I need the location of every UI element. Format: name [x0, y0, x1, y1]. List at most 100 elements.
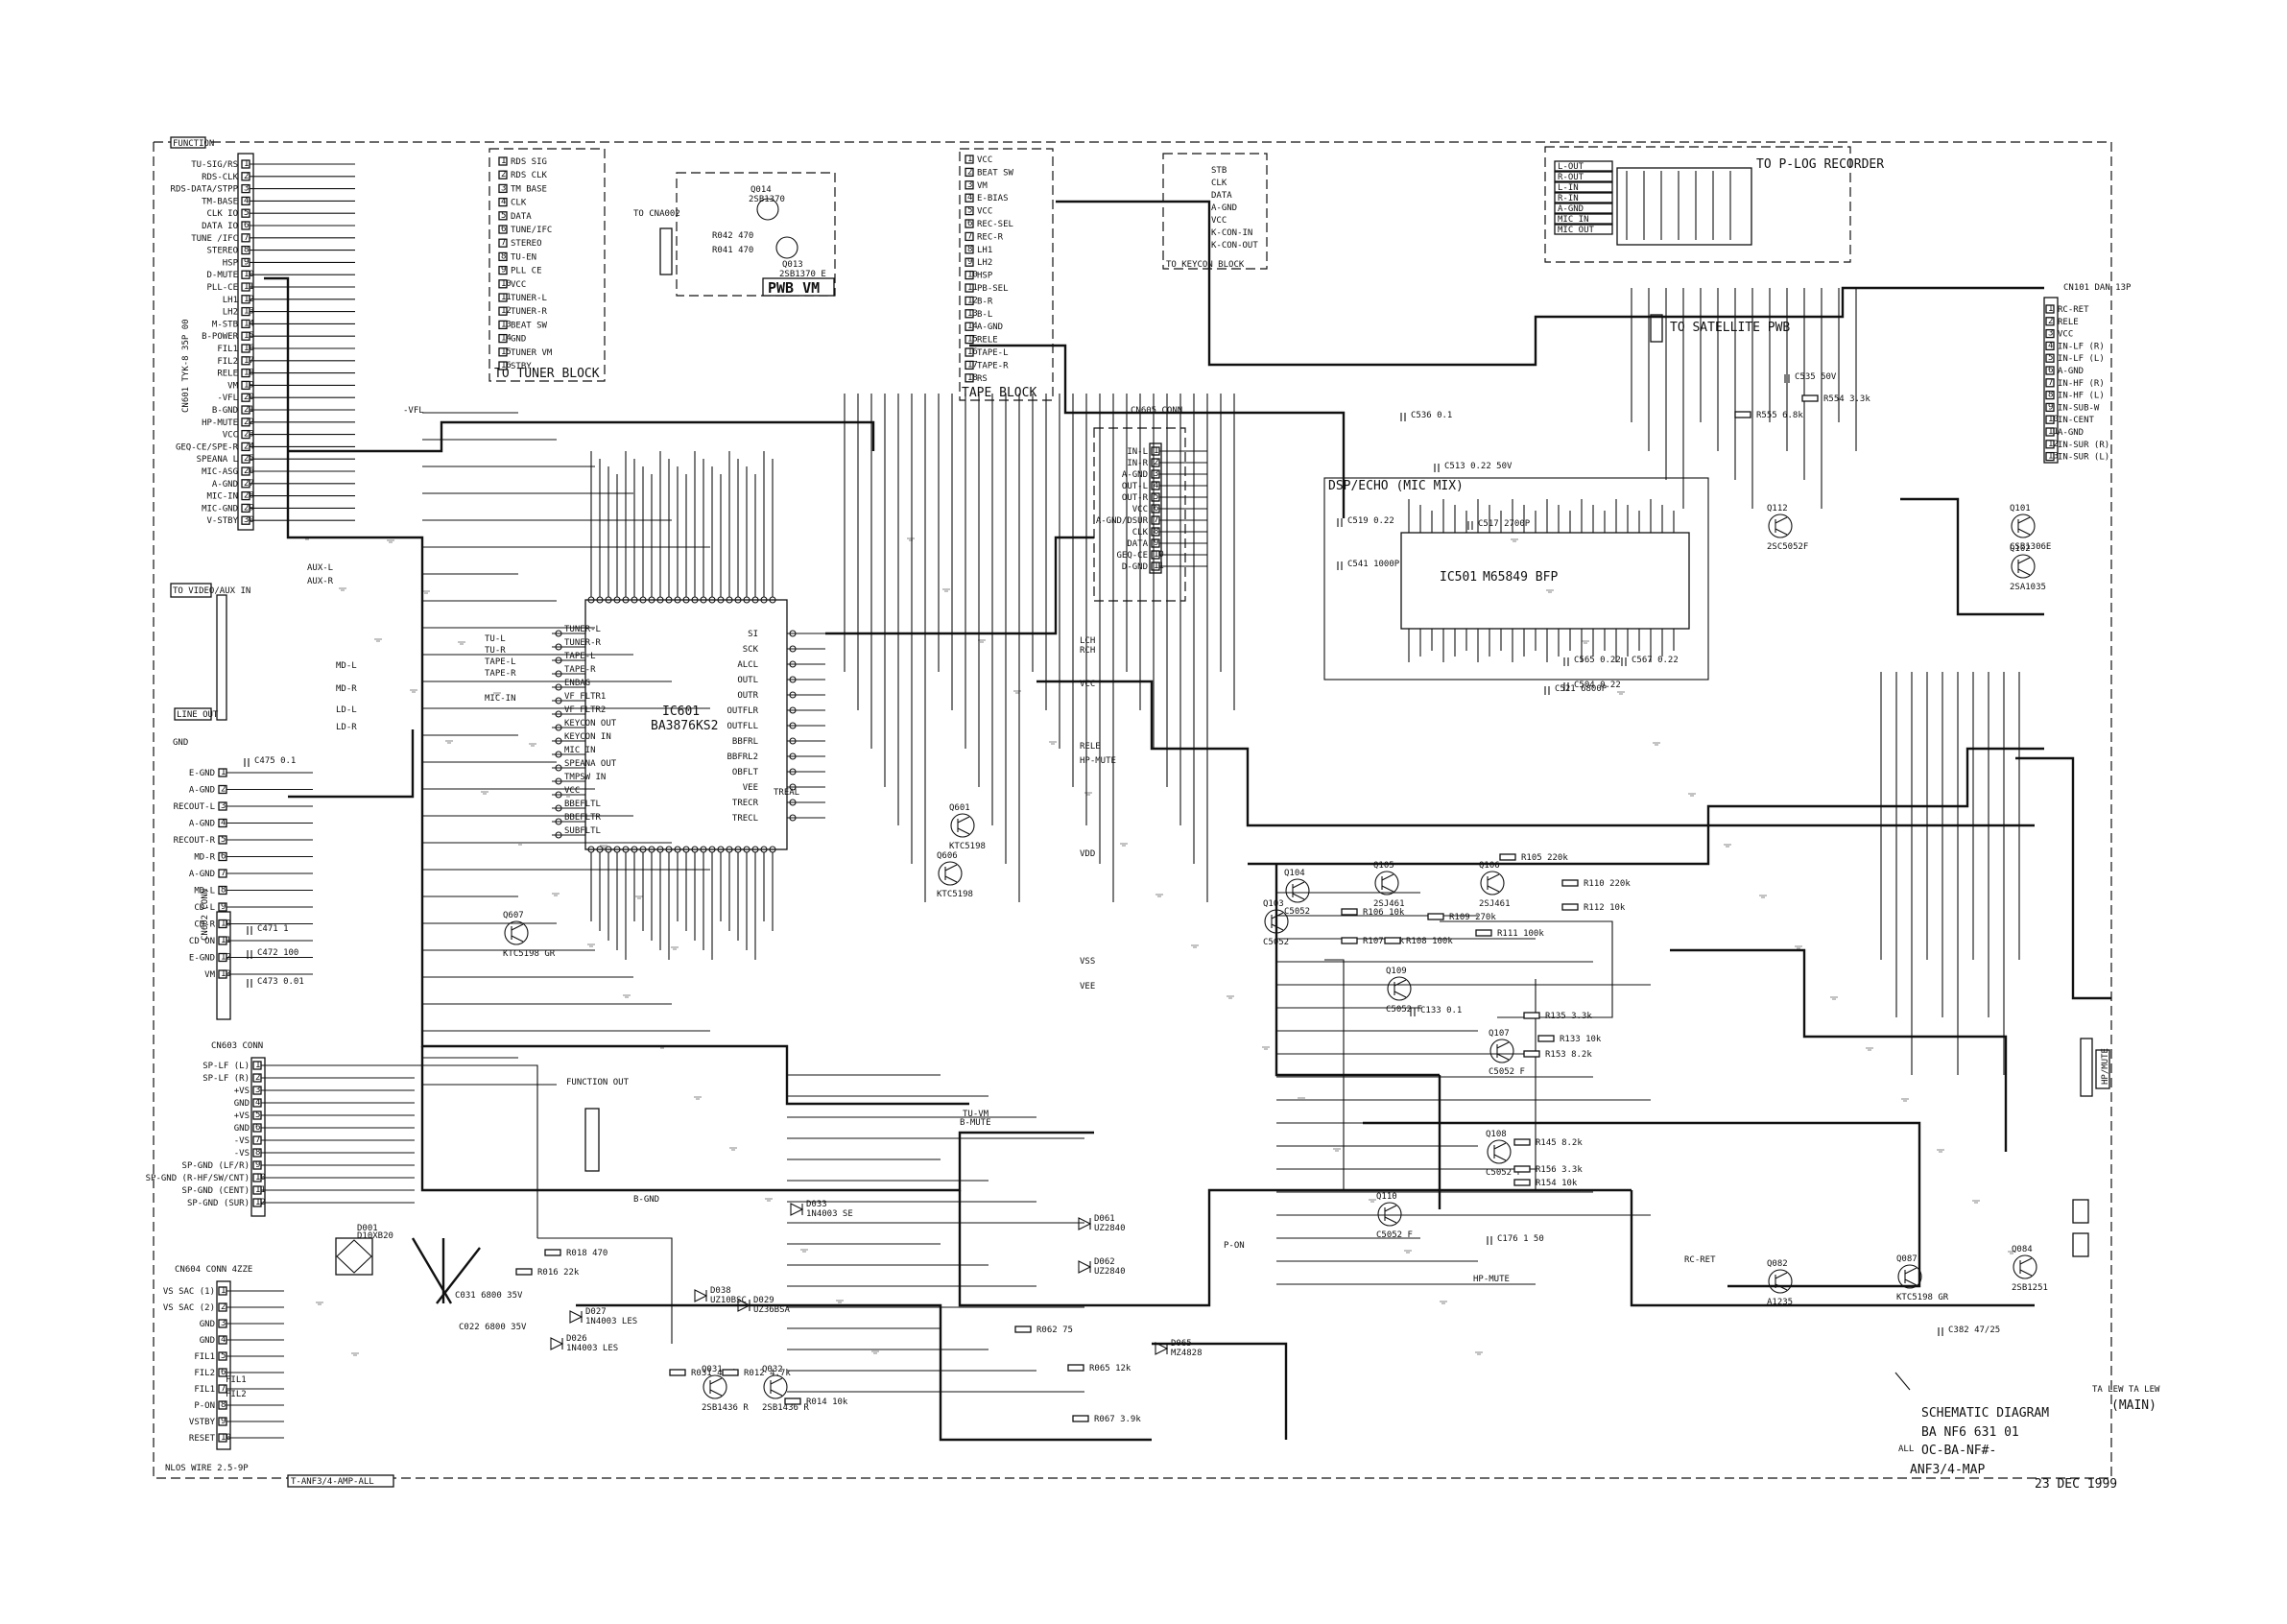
- ground-symbol: [1475, 1351, 1483, 1355]
- net-label: TREAL: [774, 788, 799, 798]
- resistor-label: R031 4.7k: [691, 1369, 738, 1378]
- diode-part: MZ4828: [1171, 1349, 1203, 1358]
- cn603-pins-pin-number: 11: [255, 1185, 266, 1195]
- resistor-label: R108 100k: [1406, 937, 1453, 946]
- video-aux-tag: [170, 583, 212, 598]
- ic601-left-pin-label: VCC: [564, 786, 580, 796]
- q013-part: 2SB1370 E: [779, 270, 826, 279]
- tape-pins-pin: [965, 180, 974, 190]
- cn601-pins-pin-label: B-POWER: [202, 332, 239, 342]
- net-label: TU-R: [485, 646, 506, 656]
- resistor-label: R110 220k: [1584, 879, 1631, 889]
- ground-symbol: [1795, 945, 1802, 949]
- ic601-right-pin-label: SI: [748, 630, 758, 639]
- transistor-collector: [1384, 1205, 1397, 1212]
- cn602-pins-pin-label: RECOUT-R: [174, 836, 216, 846]
- resistor-symbol: [1384, 937, 1401, 944]
- connector-cn601: CN601 TYK-8 35P 00 1TU-SIG/RS2RDS-CLK3RD…: [171, 153, 355, 531]
- cn604-pins-pin-number: 1: [221, 1286, 226, 1296]
- d001-part: D10XB20: [357, 1231, 393, 1241]
- resistor-symbol: [1801, 394, 1819, 402]
- cn090-body: [2072, 1199, 2089, 1224]
- net-label: MD-R: [336, 684, 357, 694]
- tuner-pins-pin-number: 7: [501, 238, 506, 248]
- q014-part: 2SB1370: [749, 195, 785, 204]
- function-out-block: FUNCTION OUT: [566, 1078, 630, 1172]
- transistor-emitter: [2017, 528, 2031, 536]
- tuner-pins-pin-number: 5: [501, 211, 506, 221]
- ground-symbol: [1013, 690, 1021, 694]
- cn604-pins-pin-label: VS SAC (1): [163, 1287, 215, 1297]
- cn605-pins-pin-label: OUT-R: [1122, 493, 1149, 503]
- resistor-symbol: [544, 1249, 561, 1256]
- tape-pins-pin: [965, 334, 974, 345]
- keycon-block: TO KEYCON BLOCK STBCLKDATAA-GNDVCCK-CON-…: [1162, 153, 1268, 270]
- ground-symbol: [1546, 589, 1554, 593]
- phones-label: HP/MUTE: [2101, 1048, 2110, 1085]
- ground-symbol: [765, 1198, 773, 1202]
- tuner-pins-pin-label: DATA: [511, 212, 532, 222]
- ground-symbol: [1191, 944, 1199, 948]
- resistor-symbol: [1427, 913, 1444, 920]
- tape-pins-pin-number: 3: [967, 180, 972, 190]
- cn101-pins-pin: [2045, 341, 2055, 351]
- diode-symbol: [737, 1299, 751, 1312]
- transistor-collector: [1496, 1041, 1510, 1049]
- cn602-pins-pin-number: 8: [221, 886, 226, 896]
- thin-trace: [537, 1237, 673, 1344]
- resistor-label: R062 75: [1036, 1325, 1073, 1335]
- net-label: TAPE-R: [485, 669, 516, 679]
- heavy-trace: [2015, 756, 2111, 1000]
- r041-label: R041 470: [712, 246, 753, 255]
- tuner-pins-pin-label: PLL CE: [511, 267, 542, 276]
- net-label: TAPE-L: [485, 657, 516, 667]
- keycon-pin-label: CLK: [1211, 179, 1227, 188]
- resistor-label: R111 100k: [1497, 929, 1544, 939]
- cn101-pins-pin: [2045, 440, 2055, 449]
- diode-ref: D062: [1094, 1257, 1115, 1267]
- cn602-pins-pin-number: 10: [221, 919, 231, 929]
- cn605-pins-pin-number: 6: [1154, 504, 1158, 513]
- cn602-pins-pin-label: CD-L: [194, 903, 215, 913]
- transistor-collector: [770, 1377, 783, 1385]
- diode-symbol: [694, 1289, 708, 1302]
- video-aux-body: [216, 594, 227, 721]
- tuner-pins-pin-number: 3: [501, 183, 506, 193]
- tape-pins-pin: [965, 205, 974, 216]
- ic601-left-pin-label: SUBFLTL: [564, 826, 601, 836]
- cn604-label: CN604 CONN 4ZZE: [175, 1265, 252, 1275]
- tape-pins-pin-number: 7: [967, 231, 972, 241]
- transistor-ref: Q031: [702, 1365, 723, 1374]
- net-label: LD-L: [336, 705, 357, 715]
- cn107-body: [2080, 1038, 2093, 1097]
- resistor-label: R153 8.2k: [1545, 1050, 1592, 1060]
- cn602-pins-pin-label: VM: [204, 970, 215, 980]
- ground-symbol: [1972, 1200, 1980, 1204]
- ic601-left-pin: [555, 791, 562, 799]
- tuner-pins-pin: [498, 251, 508, 262]
- cn601-pins-pin-number: 24: [244, 442, 254, 451]
- resistor-symbol: [784, 1397, 801, 1405]
- tuner-pins-pin-label: VCC: [511, 280, 526, 290]
- transistor-symbol: [1489, 1039, 1514, 1063]
- ic601-left-pin-label: MIC IN: [564, 746, 596, 755]
- cn604-pins-pin-label: FIL1: [194, 1352, 215, 1362]
- tuner-pins-pin-label: TUNER-R: [511, 307, 548, 317]
- ic601-left-pin: [555, 777, 562, 785]
- transistor-emitter: [1384, 1216, 1397, 1224]
- ic601-left-pin: [555, 630, 562, 637]
- prolog-pin-label: R-OUT: [1558, 173, 1584, 182]
- net-label: AUX-R: [307, 577, 334, 586]
- cn101-pins-pin-label: A-GND: [2058, 367, 2084, 376]
- cn601-pins-pin-number: 16: [244, 344, 254, 353]
- cn605-pins-pin-label: DATA: [1127, 539, 1148, 549]
- part-code-box: [287, 1474, 394, 1488]
- ic601-right-pin: [789, 630, 797, 637]
- connector-cn602: CN602 CONN 1E-GND2A-GND3RECOUT-L4A-GND5R…: [174, 768, 313, 1020]
- resistor-label: R105 220k: [1521, 853, 1568, 863]
- capacitor-label: C521 6800P: [1555, 684, 1608, 694]
- transistor-ref: Q082: [1767, 1259, 1788, 1269]
- transistor-collector: [1487, 873, 1500, 881]
- tape-pins-pin-label: VM: [977, 181, 988, 191]
- cn091-body: [2072, 1232, 2089, 1257]
